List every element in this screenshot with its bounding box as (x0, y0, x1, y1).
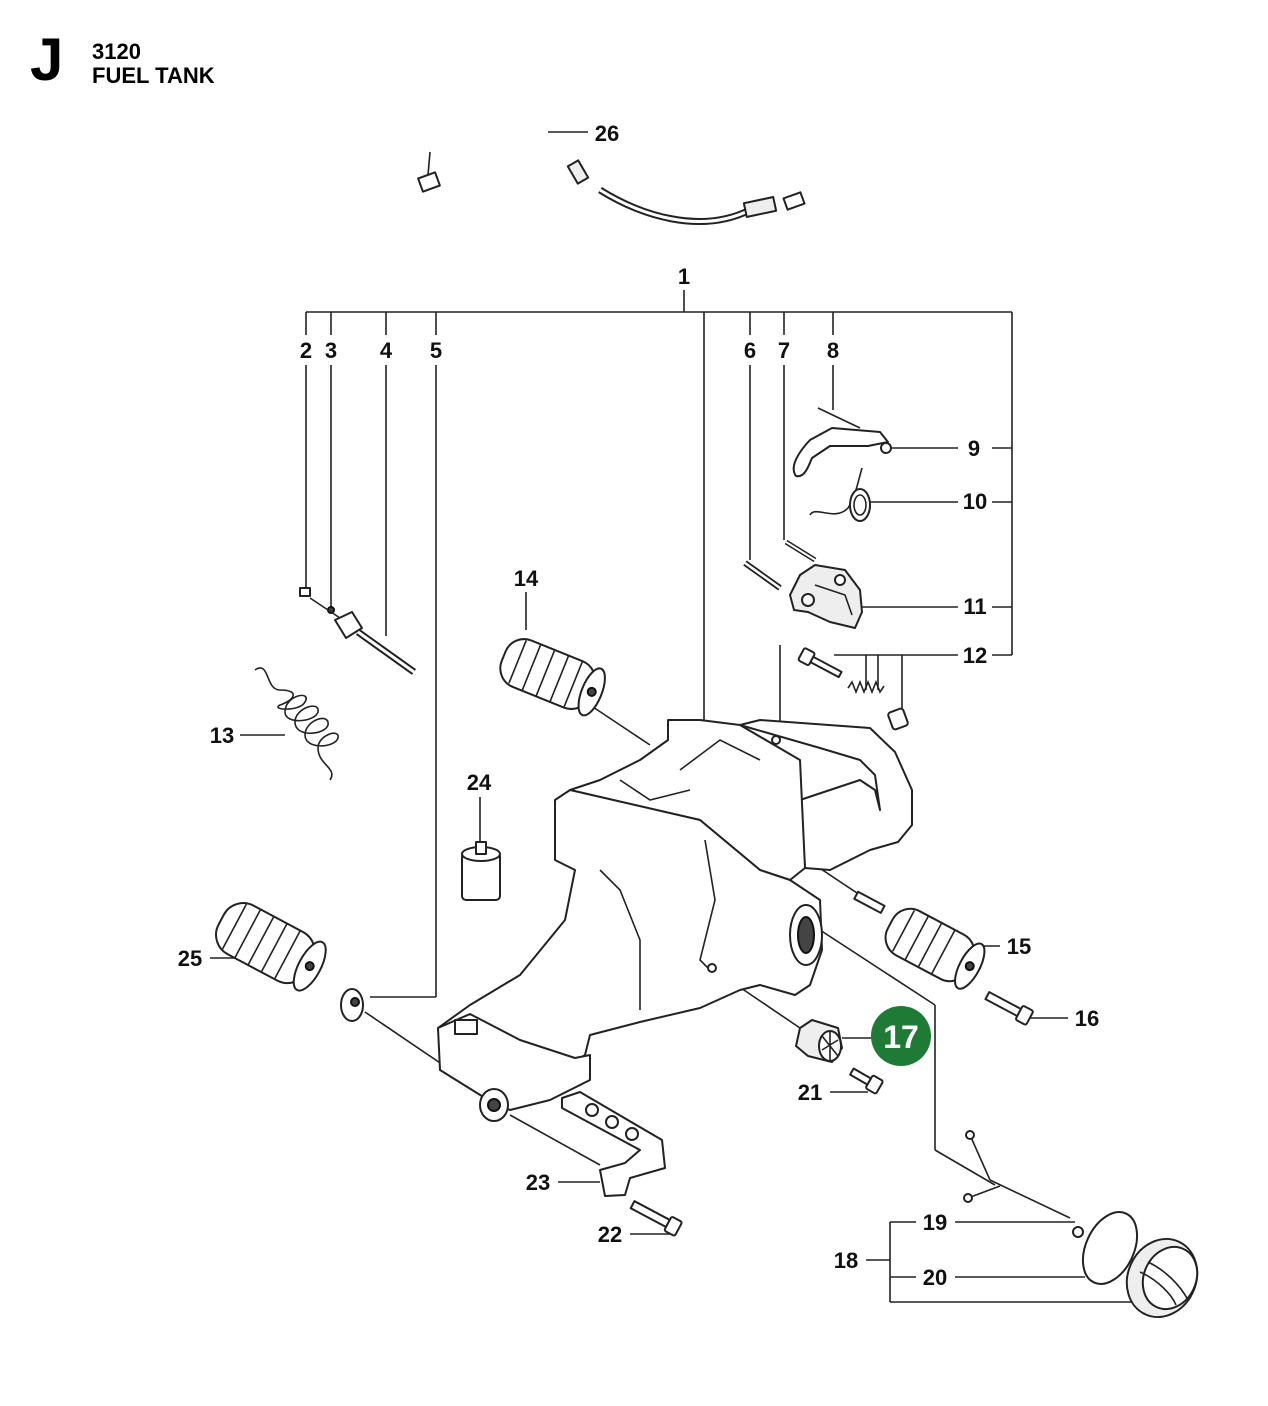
label-24: 24 (467, 770, 492, 795)
label-26: 26 (595, 121, 619, 146)
label-7: 7 (778, 338, 790, 363)
part-10-spring[interactable] (809, 467, 871, 522)
label-9: 9 (968, 436, 980, 461)
model-code: 3120 (92, 39, 141, 64)
label-5: 5 (430, 338, 442, 363)
part-15-rubber-buffer[interactable] (853, 890, 990, 993)
part-23-plate[interactable] (561, 1091, 666, 1197)
section-title: FUEL TANK (92, 63, 215, 88)
part-17-vibration-damper[interactable] (795, 1019, 843, 1063)
label-1: 1 (678, 264, 690, 289)
label-12: 12 (963, 643, 987, 668)
label-11: 11 (963, 594, 986, 619)
part-3-clip[interactable] (309, 597, 341, 619)
label-3: 3 (325, 338, 337, 363)
part-11-catch[interactable] (789, 564, 863, 629)
part-18-fuel-cap[interactable] (1114, 1227, 1209, 1328)
part-9-latch-plate[interactable] (792, 427, 892, 478)
part-5-washer[interactable] (340, 988, 364, 1022)
label-22: 22 (598, 1222, 622, 1247)
part-19-cap-strap[interactable] (963, 1130, 1084, 1238)
label-21: 21 (798, 1080, 822, 1105)
highlight-label: 17 (883, 1019, 919, 1055)
label-15: 15 (1007, 934, 1031, 959)
part-13-spring[interactable] (254, 667, 339, 781)
part-4-suction-hose[interactable] (334, 611, 417, 675)
label-19: 19 (923, 1210, 947, 1235)
part-26-fuel-hose[interactable] (417, 101, 806, 225)
label-20: 20 (923, 1265, 947, 1290)
label-6: 6 (744, 338, 756, 363)
part-20-o-ring[interactable] (1072, 1203, 1148, 1292)
highlight-part-17[interactable]: 17 (871, 1006, 931, 1066)
part-22-screw[interactable] (629, 1198, 683, 1237)
part-24-fuel-filter[interactable] (461, 841, 501, 901)
label-2: 2 (300, 338, 312, 363)
part-6-pin[interactable] (743, 560, 782, 591)
label-14: 14 (514, 566, 539, 591)
label-23: 23 (526, 1170, 550, 1195)
leader-lines (210, 131, 1150, 1303)
part-16-screw[interactable] (984, 989, 1034, 1026)
label-8: 8 (827, 338, 839, 363)
section-letter: J (30, 26, 64, 93)
label-18: 18 (834, 1248, 858, 1273)
callout-labels: 1 2 3 4 5 6 7 8 9 10 11 12 13 14 15 16 1… (178, 121, 1099, 1290)
label-10: 10 (963, 489, 987, 514)
label-25: 25 (178, 946, 202, 971)
part-2-pin[interactable] (299, 587, 311, 597)
label-16: 16 (1075, 1006, 1099, 1031)
part-25-rubber-buffer[interactable] (208, 895, 332, 996)
part-21-screw[interactable] (848, 1065, 884, 1095)
part-8-pin[interactable] (817, 407, 861, 429)
part-14-rubber-buffer[interactable] (494, 633, 610, 719)
label-4: 4 (380, 338, 393, 363)
part-7-pin[interactable] (784, 539, 817, 563)
part-1-fuel-tank[interactable] (437, 719, 913, 1122)
label-13: 13 (210, 723, 234, 748)
part-12-bolt-spring-bushing[interactable] (797, 647, 909, 731)
